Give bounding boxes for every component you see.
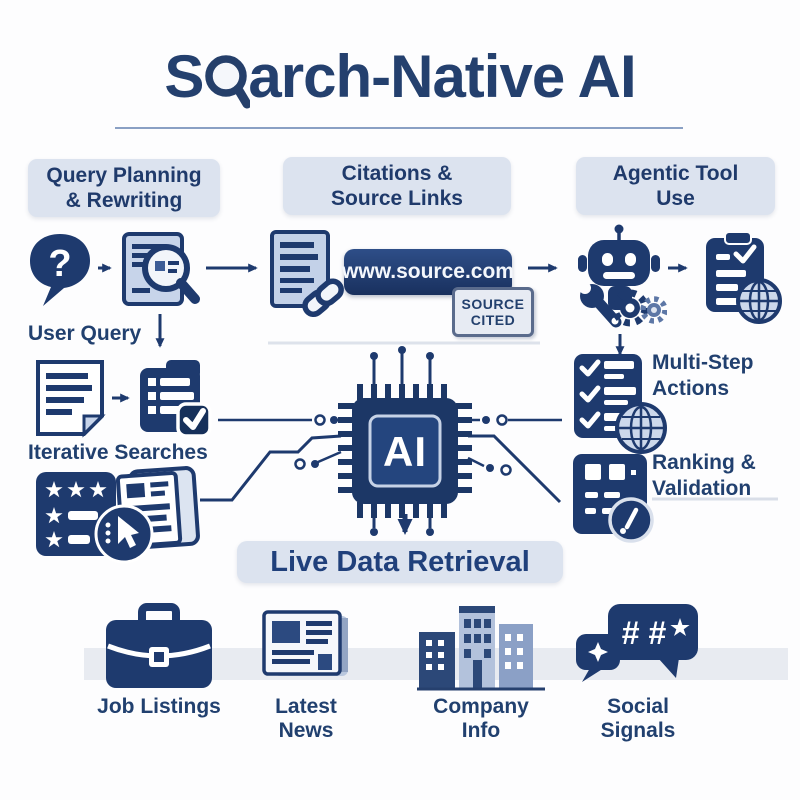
svg-text:# #: # # [622, 615, 667, 651]
cited-document-link-icon [270, 230, 344, 318]
ranking-validation-label: Ranking & Validation [652, 450, 756, 503]
user-query-label: User Query [28, 322, 142, 345]
source-cited-badge: SOURCE CITED [452, 287, 534, 337]
question-bubble-icon: ? [30, 234, 90, 306]
source-cited-line: CITED [470, 312, 516, 328]
company-info-label: Company Info [433, 695, 529, 742]
label-line: Ranking & [652, 451, 756, 474]
multi-step-checklist-globe-icon [574, 354, 667, 454]
briefcase-icon [106, 603, 212, 688]
label-line: Multi-Step [652, 351, 754, 374]
svg-text:?: ? [48, 243, 71, 285]
header-line: Use [656, 187, 695, 210]
search-document-icon [122, 232, 200, 306]
header-line: Query Planning [46, 163, 202, 187]
clipboard-globe-icon [706, 231, 782, 324]
source-cited-line: SOURCE [461, 295, 525, 312]
ranking-grid-alert-icon [573, 454, 654, 543]
label-line: Validation [652, 477, 752, 501]
job-listings-label: Job Listings [97, 695, 221, 718]
live-data-retrieval-banner: Live Data Retrieval [237, 541, 563, 583]
label-line: Actions [652, 377, 730, 401]
social-signals-label: Social Signals [600, 695, 676, 742]
document-icon [36, 360, 106, 438]
iterative-searches-label: Iterative Searches [28, 441, 208, 464]
source-url-text: www.source.com [342, 260, 514, 283]
newspaper-icon [262, 610, 348, 676]
magnifier-icon [205, 55, 251, 109]
robot-tools-icon [578, 224, 667, 328]
live-data-label: Live Data Retrieval [270, 545, 530, 578]
header-agentic-tool: Agentic Tool Use [576, 157, 775, 215]
title-prefix: S [164, 43, 204, 110]
ai-chip-icon: AI [338, 384, 472, 518]
title-underline [115, 127, 683, 129]
header-line: Agentic Tool [612, 161, 739, 185]
cursor-click-icon [94, 504, 154, 564]
page-title: S arch-Native AI [0, 44, 800, 110]
header-line: Source Links [331, 187, 463, 210]
svg-text:AI: AI [383, 428, 427, 475]
header-line: Citations & [341, 161, 453, 185]
title-suffix: arch-Native AI [248, 43, 636, 110]
company-buildings-icon [417, 606, 545, 691]
header-line: & Rewriting [65, 189, 183, 212]
search-list-check-icon [140, 360, 212, 438]
multi-step-actions-label: Multi-Step Actions [652, 350, 753, 403]
social-chat-icon: # # [576, 604, 698, 682]
header-query-planning: Query Planning & Rewriting [28, 159, 220, 217]
header-citations: Citations & Source Links [283, 157, 511, 215]
latest-news-label: Latest News [275, 695, 337, 742]
